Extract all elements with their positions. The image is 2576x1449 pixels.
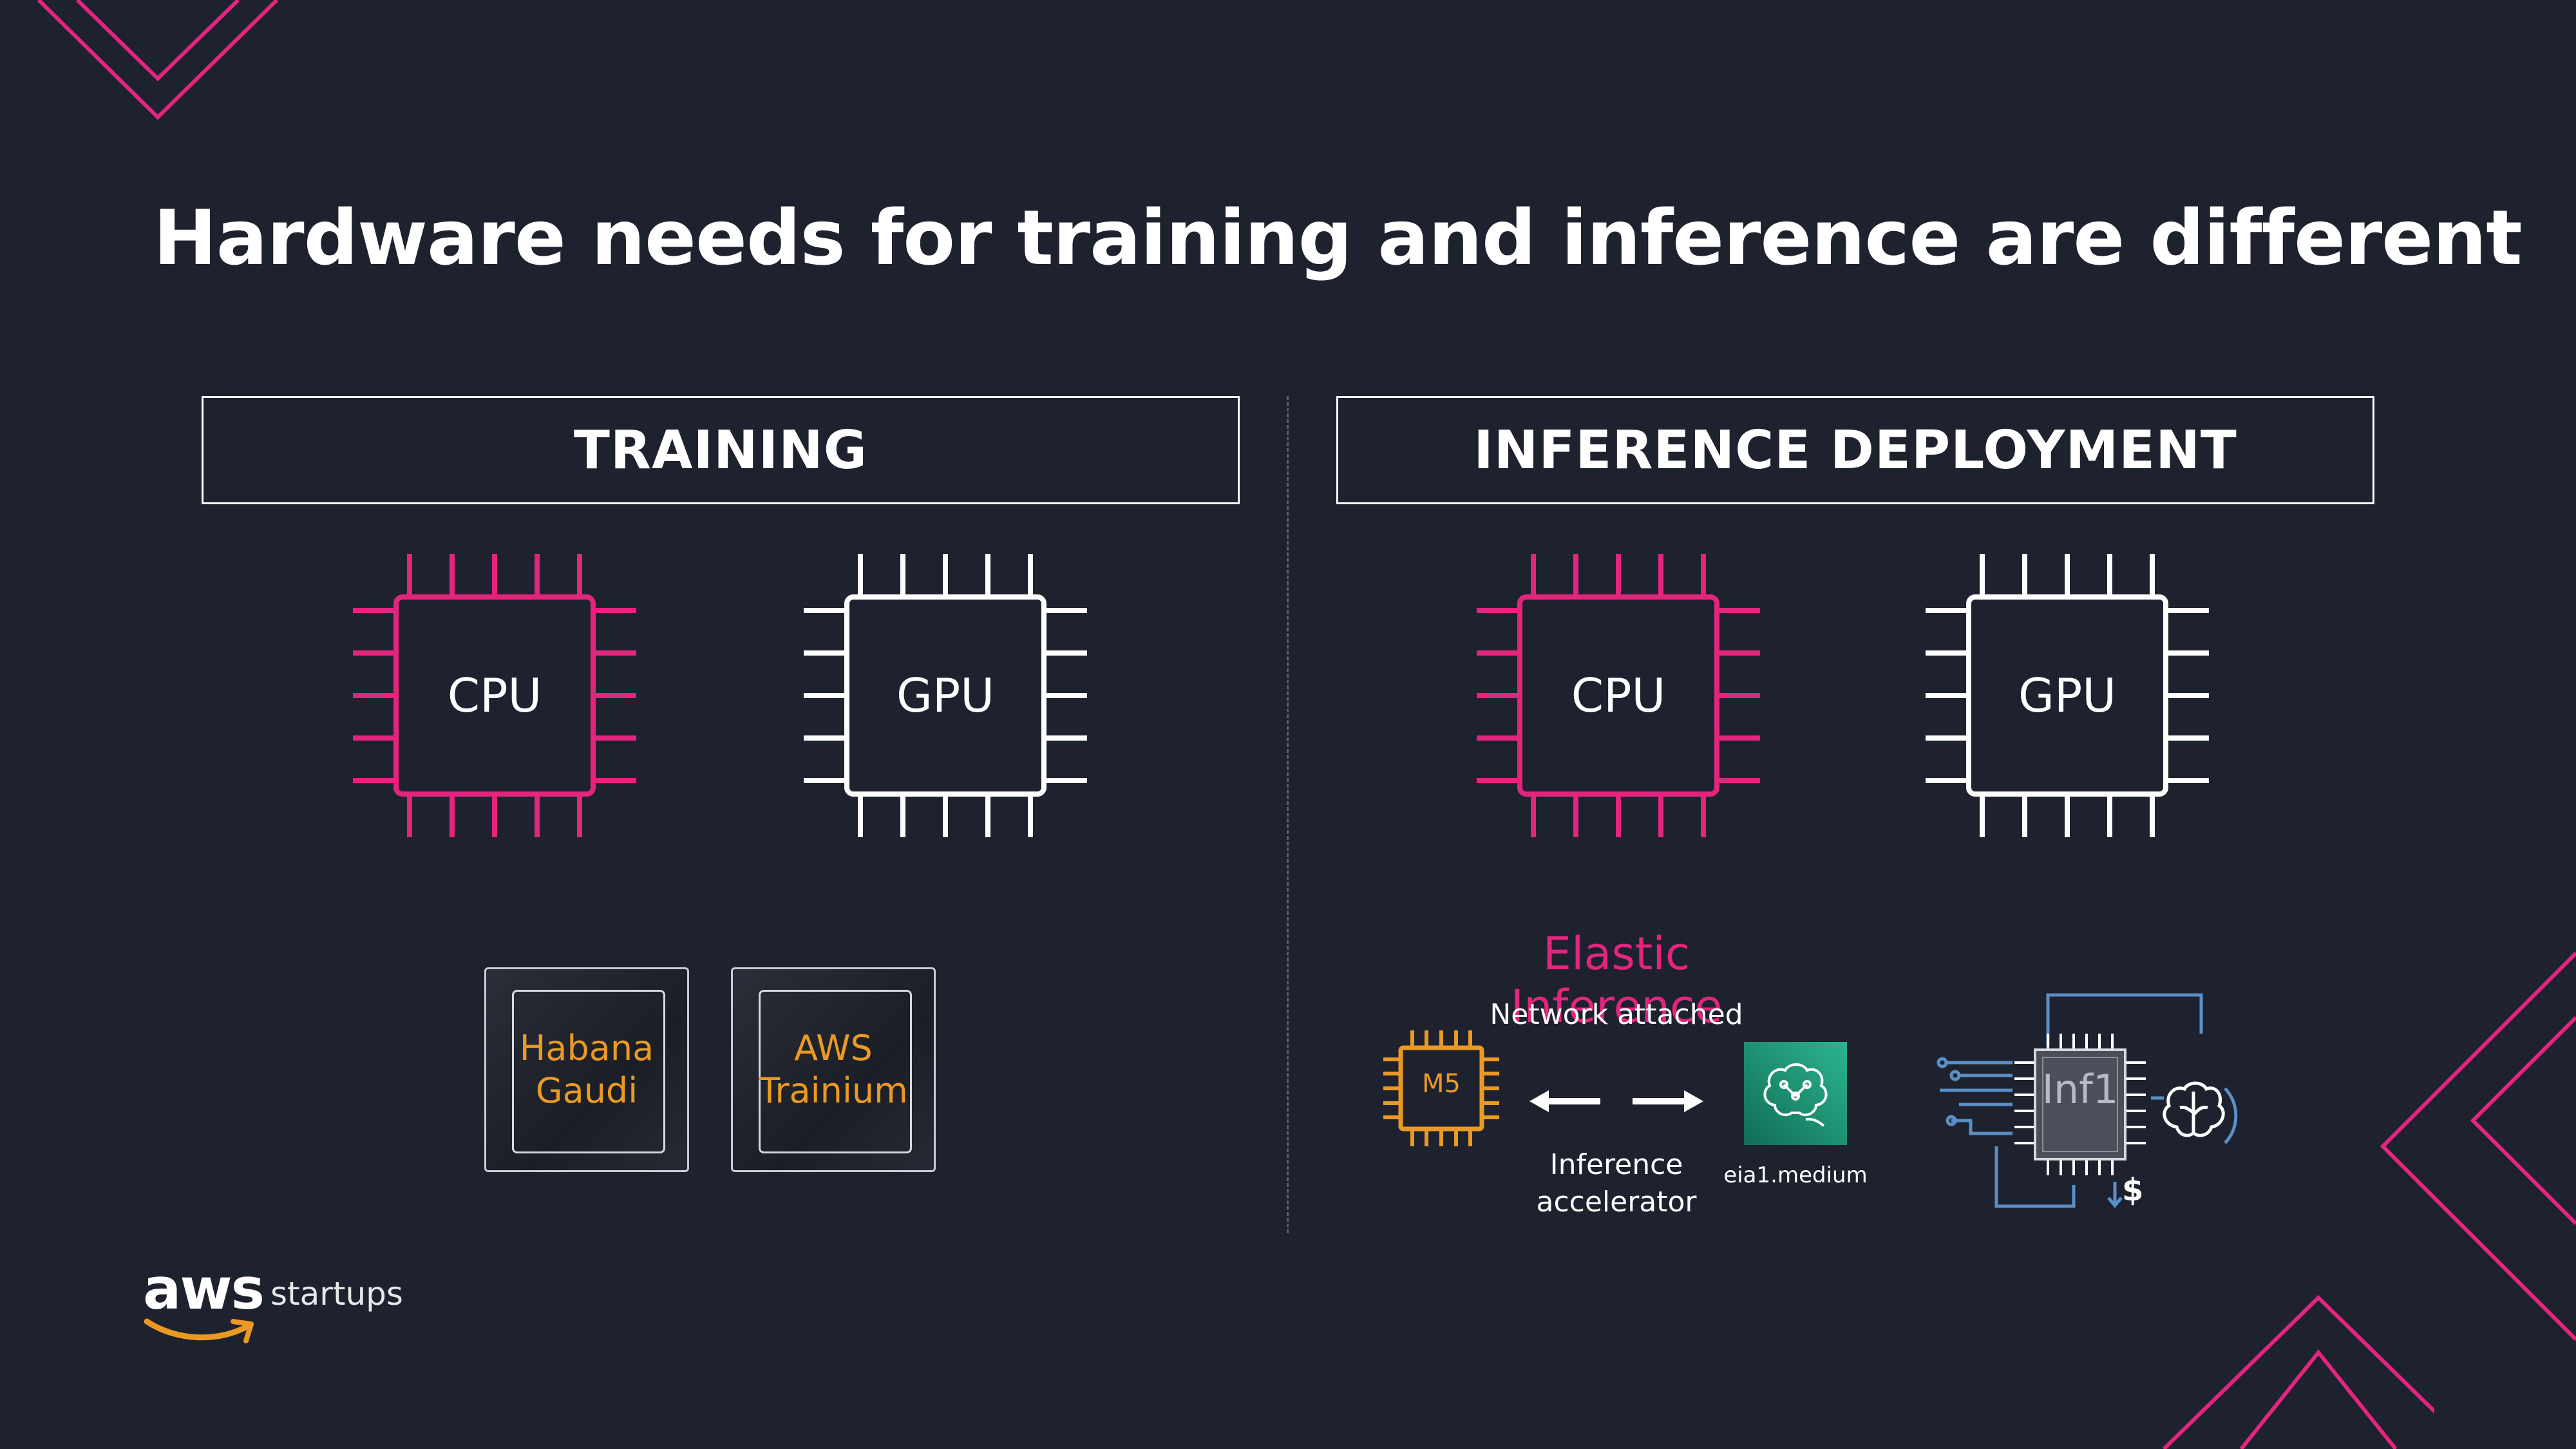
eia-instance-label: eia1.medium [1723,1162,1868,1188]
cost-dollar-icon: $ [2122,1172,2144,1208]
network-attached-label: Network attached [1490,998,1743,1031]
startups-label: startups [270,1275,403,1312]
bidirectional-arrow-icon [1530,1090,1703,1112]
elastic-inference-title: Elastic Inference [1510,927,1723,1033]
gpu-chip-icon [804,554,1087,837]
aws-smile-icon [144,1318,254,1343]
training-cpu-label: CPU [447,668,542,723]
cpu-chip-icon [1477,554,1760,837]
inference-header: INFERENCE DEPLOYMENT [1336,396,2374,504]
accelerator-frame [512,990,665,1153]
section-divider [1287,396,1289,1233]
elastic-inference-accelerator-icon [1744,1042,1847,1145]
accelerator-frame [759,990,912,1153]
aws-logo: aws [143,1256,265,1322]
corner-decoration-right [2380,951,2576,1341]
inference-cpu-label: CPU [1571,668,1666,723]
inf1-label: Inf1 [2041,1066,2119,1113]
m5-instance-icon [1383,1030,1499,1146]
aws-trainium-accelerator: AWS Trainium [731,967,936,1172]
training-header: TRAINING [202,396,1240,504]
slide-title: Hardware needs for training and inferenc… [153,193,2523,282]
inf1-chip-icon [1937,993,2238,1208]
cpu-chip-icon [353,554,636,837]
corner-decoration-bottom-right [2162,1294,2434,1449]
gpu-chip-icon [1926,554,2209,837]
aws-trainium-label: AWS Trainium [759,1028,908,1111]
habana-gaudi-accelerator: Habana Gaudi [484,967,689,1172]
training-gpu-label: GPU [896,668,994,723]
inference-accelerator-label: Inference accelerator [1536,1148,1697,1218]
habana-gaudi-label: Habana Gaudi [519,1028,654,1111]
corner-decoration-top-left [37,0,279,120]
inference-gpu-label: GPU [2018,668,2116,723]
m5-label: M5 [1422,1069,1461,1099]
